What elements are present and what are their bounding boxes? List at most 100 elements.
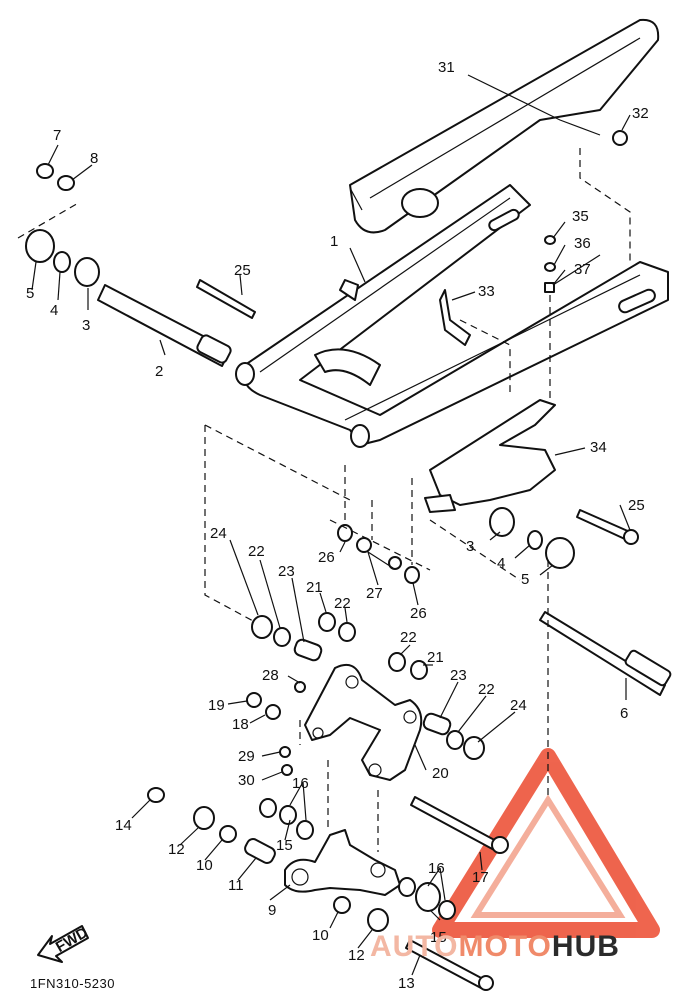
seal-5-right <box>545 537 575 569</box>
washer-8 <box>57 175 75 191</box>
callout-33: 33 <box>478 283 495 300</box>
chain-guard <box>349 18 660 234</box>
callout-29: 29 <box>238 748 255 765</box>
assembly-lines <box>17 148 631 852</box>
bearing-22-left2 <box>338 622 356 642</box>
bracket-33 <box>439 289 471 346</box>
pivot-bolt-6 <box>539 611 666 696</box>
bearing-22-mid <box>388 652 406 672</box>
fitting-29 <box>279 746 291 758</box>
washer-4 <box>53 251 71 273</box>
nut-37 <box>544 282 555 293</box>
callout-34: 34 <box>590 439 607 456</box>
bearing-16-right2 <box>438 900 456 920</box>
callout-23-right: 23 <box>450 667 467 684</box>
collar-26-right <box>404 566 420 584</box>
collar-15-right <box>415 882 441 912</box>
bolt-25-left <box>196 279 256 319</box>
callout-20: 20 <box>432 765 449 782</box>
callout-26-left: 26 <box>318 549 335 566</box>
leader-lines <box>31 74 631 976</box>
callout-23-left: 23 <box>278 563 295 580</box>
callout-15-left: 15 <box>276 837 293 854</box>
nut-27-a <box>356 537 372 553</box>
callout-14: 14 <box>115 817 132 834</box>
seal-12-right <box>367 908 389 932</box>
callout-3-right: 3 <box>466 538 474 555</box>
bearing-21-left <box>318 612 336 632</box>
callout-36: 36 <box>574 235 591 252</box>
nut-7 <box>36 163 54 179</box>
bearing-21-mid <box>410 660 428 680</box>
callout-3-left: 3 <box>82 317 90 334</box>
callout-22-b: 22 <box>334 595 351 612</box>
fitting-30 <box>281 764 293 776</box>
callout-22-a: 22 <box>248 543 265 560</box>
nut-19 <box>246 692 262 708</box>
front-direction-marker: FWD <box>37 924 91 963</box>
washer-36 <box>544 262 556 272</box>
bolt-17 <box>410 796 501 852</box>
callout-18: 18 <box>232 716 249 733</box>
bearing-15-left2 <box>279 805 297 825</box>
callout-4-right: 4 <box>497 555 505 572</box>
callout-10-left: 10 <box>196 857 213 874</box>
bearing-16-left <box>296 820 314 840</box>
callout-21-right: 21 <box>427 649 444 666</box>
collar-26-left <box>337 524 353 542</box>
callout-24-right: 24 <box>510 697 527 714</box>
relay-arm <box>284 829 401 896</box>
callout-4-left: 4 <box>50 302 58 319</box>
callout-28: 28 <box>262 667 279 684</box>
front-marker-text: FWD <box>53 924 91 956</box>
chain-slider <box>424 399 556 513</box>
seal-24-right <box>463 736 485 760</box>
callout-27: 27 <box>366 585 383 602</box>
washer-10-left <box>219 825 237 843</box>
grease-nipple-28 <box>294 681 306 693</box>
swingarm <box>235 184 669 448</box>
washer-4-right <box>527 530 543 550</box>
callout-19: 19 <box>208 697 225 714</box>
connecting-rod <box>304 664 423 781</box>
collar-23-left <box>293 638 323 662</box>
bearing-22-left <box>273 627 291 647</box>
callout-labels: 1 2 3 3 4 4 5 5 6 7 8 9 10 10 11 12 12 1… <box>26 59 649 992</box>
collar-23-right <box>422 712 452 736</box>
watermark-triangle <box>432 748 660 938</box>
seal-12-left <box>193 806 215 830</box>
nut-14 <box>147 787 165 803</box>
callout-1: 1 <box>330 233 338 250</box>
bearing-15-left <box>259 798 277 818</box>
washer-10-right <box>333 896 351 914</box>
pivot-shaft <box>74 257 232 367</box>
callout-10-right: 10 <box>312 927 329 944</box>
callout-2: 2 <box>155 363 163 380</box>
collar-3-right <box>489 507 515 537</box>
callout-30: 30 <box>238 772 255 789</box>
watermark-part-auto: AUTO <box>370 930 459 963</box>
seal-5 <box>25 229 55 263</box>
bearing-22-right <box>446 730 464 750</box>
collar-11 <box>244 838 276 864</box>
callout-32: 32 <box>632 105 649 122</box>
callout-5-left: 5 <box>26 285 34 302</box>
callout-6: 6 <box>620 705 628 722</box>
callout-22-d: 22 <box>478 681 495 698</box>
callout-37: 37 <box>574 261 591 278</box>
bearing-16-right <box>398 877 416 897</box>
watermark-logo: AUTOMOTOHUB <box>370 930 620 964</box>
callout-9: 9 <box>268 902 276 919</box>
bolt-32 <box>612 130 628 146</box>
washer-18 <box>265 704 281 720</box>
seal-24-left <box>251 615 273 639</box>
diagram-code: 1FN310-5230 <box>30 976 115 991</box>
callout-7: 7 <box>53 127 61 144</box>
callout-15-right: 15 <box>430 929 447 946</box>
callout-16-left: 16 <box>292 775 309 792</box>
callout-31: 31 <box>438 59 455 76</box>
screw-35 <box>544 235 556 245</box>
watermark-part-hub: HUB <box>551 930 620 963</box>
callout-17: 17 <box>472 869 489 886</box>
callout-12-right: 12 <box>348 947 365 964</box>
